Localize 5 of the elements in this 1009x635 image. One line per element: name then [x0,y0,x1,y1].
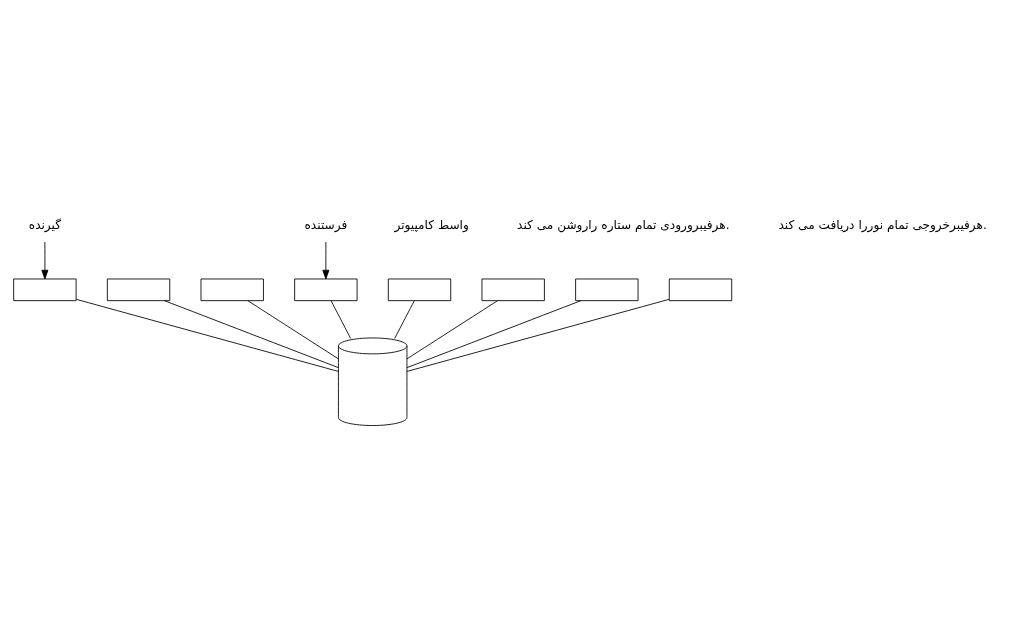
label: واسط کامپیوتر [394,217,469,232]
node-text: فرستنده [304,217,348,232]
label: هرفیبرخروجی تمام نوررا دریافت می کند. [778,217,987,232]
label: هرفیبرورودی تمام ستاره راروشن می کند. [517,217,730,232]
node-text: گیرنده [28,217,61,232]
